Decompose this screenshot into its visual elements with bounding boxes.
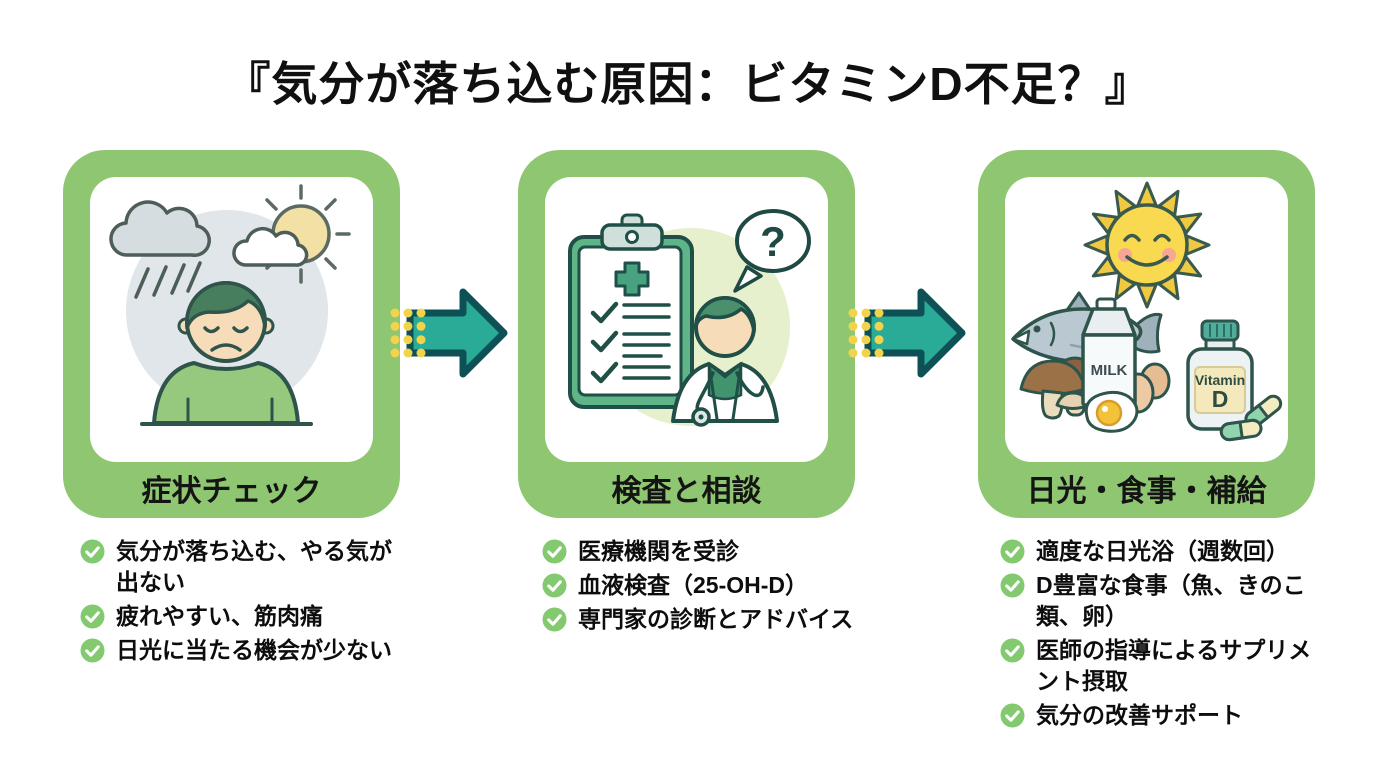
card-title-examination: 検査と相談	[611, 475, 762, 508]
sun-food-supplement-svg: MILK Vitamin D	[1011, 181, 1283, 442]
dots-icon	[848, 308, 884, 358]
card-title-remedies: 日光・食事・補給	[1026, 475, 1267, 508]
page-title: 『気分が落ち込む原因：ビタミンD不足？』	[224, 58, 1152, 110]
doctor	[671, 296, 779, 427]
medical-cross-icon	[614, 261, 650, 297]
arrow-right-icon	[848, 288, 966, 378]
check-icon	[542, 539, 567, 564]
arrow-1	[385, 283, 510, 383]
bottle-label-vitamin: Vitamin	[1195, 372, 1245, 388]
card-title-symptoms: 症状チェック	[141, 475, 322, 508]
check-icon	[542, 573, 567, 598]
list-item-text: 医師の指導によるサプリメント摂取	[1036, 637, 1312, 694]
list-item-text: 医療機関を受診	[578, 538, 739, 564]
list-item-text: 日光に当たる機会が少ない	[116, 637, 392, 663]
check-icon	[1000, 539, 1025, 564]
list-item-text: 気分が落ち込む、やる気が出ない	[116, 538, 392, 595]
list-item: D豊富な食事（魚、きのこ類、卵）	[1000, 570, 1320, 632]
sad-person-weather-svg	[109, 184, 351, 426]
list-item-text: D豊富な食事（魚、きのこ類、卵）	[1036, 572, 1306, 629]
sad-person	[140, 281, 313, 426]
list-item-text: 適度な日光浴（週数回）	[1036, 538, 1289, 564]
sun-food-supplement-illustration: MILK Vitamin D	[1005, 177, 1288, 462]
mushrooms-icon	[1019, 356, 1096, 420]
list-item: 気分の改善サポート	[1000, 700, 1320, 731]
check-icon	[80, 539, 105, 564]
capsules-icon	[1219, 394, 1283, 442]
fried-egg-icon	[1084, 390, 1139, 433]
vitamin-d-bottle-icon: Vitamin D	[1186, 319, 1254, 431]
list-item-text: 気分の改善サポート	[1036, 702, 1243, 728]
dots-icon	[390, 308, 426, 358]
card-symptoms: 症状チェック	[63, 150, 400, 518]
list-item: 医師の指導によるサプリメント摂取	[1000, 635, 1320, 697]
bottle-label-d: D	[1212, 386, 1229, 412]
card-remedies: MILK Vitamin D	[978, 150, 1315, 518]
check-icon	[1000, 573, 1025, 598]
clipboard-icon	[568, 213, 694, 409]
check-icon	[542, 607, 567, 632]
small-cloud-icon	[232, 226, 309, 267]
list-item-text: 疲れやすい、筋肉痛	[116, 603, 323, 629]
doctor-checklist-svg: ?	[568, 209, 811, 427]
check-icon	[80, 604, 105, 629]
list-item: 医療機関を受診	[542, 536, 862, 567]
sad-person-weather-illustration	[90, 177, 373, 462]
list-item: 日光に当たる機会が少ない	[80, 635, 400, 666]
list-item: 疲れやすい、筋肉痛	[80, 601, 400, 632]
examination-list: 医療機関を受診 血液検査（25-OH-D） 専門家の診断とアドバイス	[542, 536, 862, 638]
rain-cloud-icon	[109, 200, 211, 299]
milk-label: MILK	[1091, 362, 1128, 379]
list-item: 適度な日光浴（週数回）	[1000, 536, 1320, 567]
card-examination: ? 検査と相談	[518, 150, 855, 518]
arrow-2	[843, 283, 968, 383]
question-mark: ?	[760, 218, 786, 265]
check-icon	[1000, 703, 1025, 728]
doctor-checklist-illustration: ?	[545, 177, 828, 462]
arrow-right-icon	[390, 288, 508, 378]
list-item-text: 専門家の診断とアドバイス	[578, 606, 854, 632]
check-icon	[80, 638, 105, 663]
check-icon	[1000, 638, 1025, 663]
list-item: 血液検査（25-OH-D）	[542, 570, 862, 601]
list-item: 専門家の診断とアドバイス	[542, 604, 862, 635]
list-item: 気分が落ち込む、やる気が出ない	[80, 536, 400, 598]
smiling-sun-icon	[1083, 181, 1211, 309]
milk-carton-icon: MILK	[1081, 297, 1137, 407]
list-item-text: 血液検査（25-OH-D）	[578, 572, 809, 598]
remedies-list: 適度な日光浴（週数回） D豊富な食事（魚、きのこ類、卵） 医師の指導によるサプリ…	[1000, 536, 1320, 734]
symptom-list: 気分が落ち込む、やる気が出ない 疲れやすい、筋肉痛 日光に当たる機会が少ない	[80, 536, 400, 669]
question-bubble-icon: ?	[733, 209, 811, 293]
